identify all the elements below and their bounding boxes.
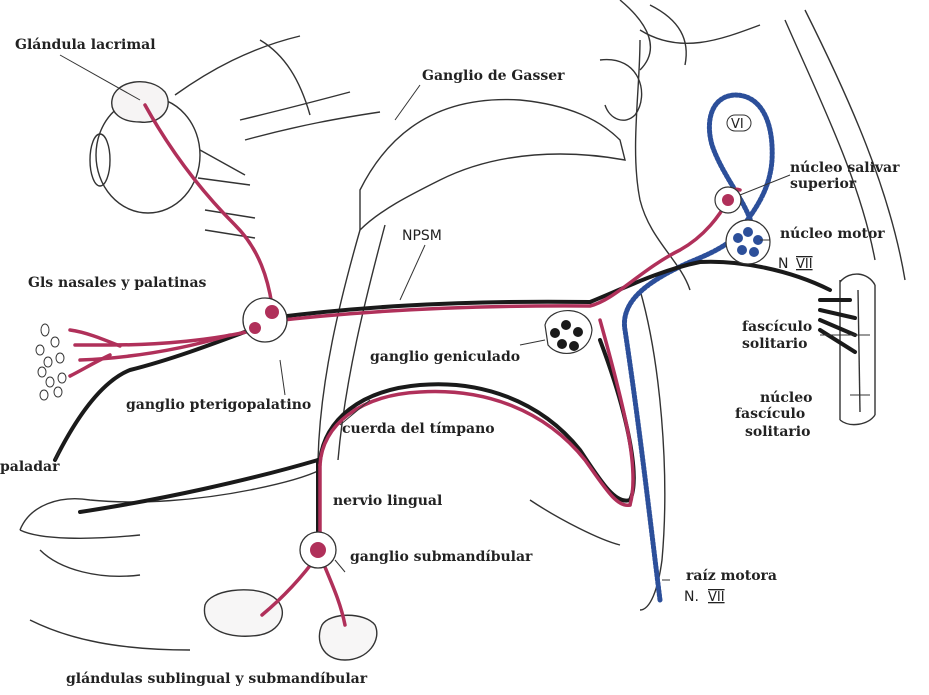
- eye-nerve-3: [205, 210, 255, 218]
- label-ganglio-submandibular: ganglio submandíbular: [350, 549, 533, 565]
- label-nucleo-fasc-3: solitario: [745, 424, 810, 440]
- label-glandulas-sub: glándulas sublingual y submandíbular: [66, 671, 368, 687]
- fasciculus-cap: [840, 274, 875, 285]
- lower-cross-1: [530, 500, 620, 545]
- roman-vi: VI: [731, 117, 744, 132]
- geniculate-to-fasciculus: [590, 262, 830, 302]
- label-n-vii-upper-prefix: N: [778, 256, 788, 272]
- sublingual-gland: [204, 590, 282, 636]
- eye-nerve-1: [200, 150, 245, 175]
- parasympathetic-pathway: [70, 105, 740, 625]
- gasser-ganglion: [360, 100, 625, 230]
- label-fasciculo-1: fascículo: [742, 319, 812, 335]
- label-nervio-lingual: nervio lingual: [333, 493, 442, 509]
- pterygopalatine-ganglion: [243, 298, 287, 342]
- red-chorda: [320, 392, 630, 506]
- label-npsm: NPSM: [402, 228, 442, 244]
- pterygopalatine-dot-1: [265, 305, 279, 319]
- submandibular-dot: [310, 542, 326, 558]
- brainstem-left: [636, 40, 690, 290]
- motor-nucleus: [726, 220, 770, 264]
- nasal-glands: [36, 324, 66, 400]
- label-n-vii-lower-prefix: N.: [684, 589, 699, 605]
- label-ganglio-geniculado: ganglio geniculado: [370, 349, 520, 365]
- salivary-nucleus-dot: [722, 194, 734, 206]
- lower-face: [30, 620, 190, 650]
- lingual-sensory: [80, 460, 318, 512]
- label-glandula-lacrimal: Glándula lacrimal: [15, 37, 156, 53]
- label-nucleo-fasc-1: núcleo: [760, 390, 812, 406]
- submandibular-gland: [319, 615, 376, 660]
- geniculate-ganglion: [545, 311, 592, 354]
- gasser-lobe: [600, 60, 642, 121]
- eye-nerve-2: [198, 178, 250, 185]
- label-cuerda-timpano: cuerda del tímpano: [342, 421, 495, 437]
- label-raiz-motora: raíz motora: [686, 568, 777, 584]
- ventricle-line: [650, 5, 686, 65]
- fasciculus-bottom: [840, 415, 875, 425]
- upper-branch-a: [240, 92, 350, 120]
- label-gls-nasales: Gls nasales y palatinas: [28, 275, 207, 291]
- fasciculus-col-3: [858, 290, 860, 412]
- ventricle-line-2: [620, 0, 650, 70]
- pterygopalatine-dot-2: [249, 322, 261, 334]
- label-fasciculo-2: solitario: [742, 336, 807, 352]
- label-nucleo-salivar-1: núcleo salivar: [790, 160, 900, 176]
- palate-nerve: [55, 330, 250, 460]
- leader-lines: [55, 55, 870, 580]
- label-paladar: paladar: [0, 459, 60, 475]
- lacrimal-gland: [112, 82, 168, 123]
- brainstem-right-1: [785, 20, 875, 260]
- tongue-outline-2: [20, 530, 140, 538]
- ophthalmic-branch: [175, 36, 300, 95]
- motor-root: [624, 230, 740, 600]
- brainstem-top: [640, 25, 760, 43]
- label-n-vii-lower-roman: VII: [708, 590, 725, 605]
- label-ganglio-gasser: Ganglio de Gasser: [422, 68, 565, 84]
- label-ganglio-pterigopalatino: ganglio pterigopalatino: [126, 397, 311, 413]
- labels: Glándula lacrimal Ganglio de Gasser NPSM…: [0, 37, 900, 687]
- label-n-vii-upper-roman: VII: [796, 257, 813, 272]
- fasciculus-fibers: [820, 300, 855, 352]
- jaw-outline: [40, 550, 140, 576]
- label-nucleo-motor: núcleo motor: [780, 226, 885, 242]
- label-nucleo-salivar-2: superior: [790, 176, 857, 192]
- tongue-outline: [20, 470, 320, 530]
- upper-branch-b: [245, 112, 380, 140]
- label-nucleo-fasc-2: fascículo: [735, 406, 805, 422]
